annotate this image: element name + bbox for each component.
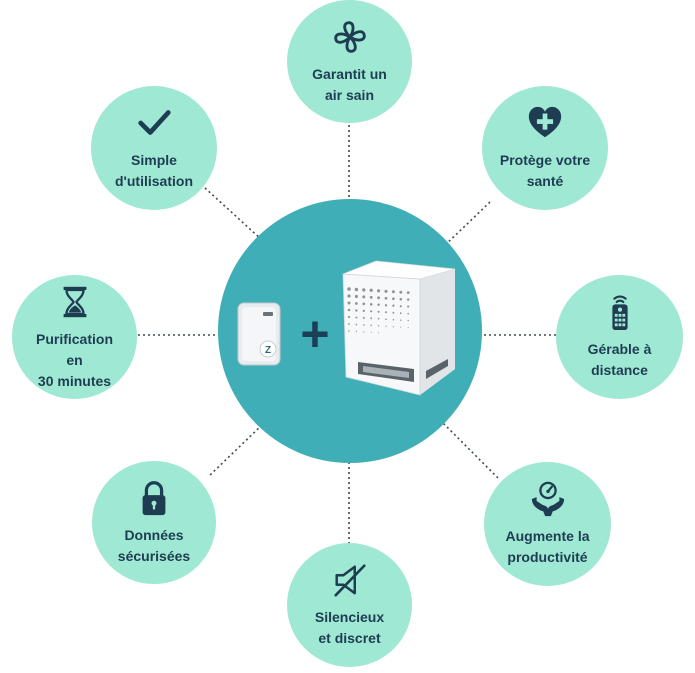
grille-dot: [347, 308, 351, 312]
grille-dot: [362, 309, 365, 313]
grille-dot: [354, 287, 359, 292]
grille-dot: [399, 305, 402, 308]
grille-dot: [362, 302, 366, 306]
padlock-icon: [142, 480, 166, 515]
feature-label: Augmente la productivité: [505, 528, 590, 565]
grille-dot: [385, 318, 387, 321]
grille-dot: [370, 331, 372, 333]
grille-dot: [377, 289, 381, 293]
grille-dot: [406, 291, 410, 294]
grille-dot: [392, 326, 394, 328]
grille-dot: [355, 323, 358, 326]
grille-dot: [369, 303, 373, 306]
feature-sante: Protège votre santé: [482, 86, 608, 210]
grille-dot: [355, 316, 358, 319]
grille-dot: [377, 317, 380, 320]
center-hub: Z +: [218, 199, 482, 463]
grille-dot: [407, 305, 410, 308]
feature-simple: Simple d'utilisation: [91, 86, 217, 210]
grille-dot: [370, 324, 372, 327]
grille-dot: [347, 301, 351, 305]
grille-dot: [407, 319, 409, 322]
grille-dot: [407, 327, 409, 329]
hourglass-icon: [63, 286, 86, 317]
feature-label: Protège votre santé: [499, 152, 591, 189]
feature-label: Silencieux et discret: [314, 609, 385, 646]
feature-air-sain: Garantit un air sain: [287, 0, 412, 123]
grille-dot: [399, 297, 403, 301]
feature-distance: Gérable à distance: [556, 275, 683, 399]
grille-dot: [399, 290, 403, 294]
feature-purification: Purification en 30 minutes: [12, 275, 137, 399]
grille-dot: [384, 311, 388, 314]
grille-dot: [377, 310, 380, 313]
grille-dot: [399, 312, 402, 315]
hands-gauge-icon: [531, 481, 564, 517]
grille-dot: [370, 310, 373, 313]
feature-label: Gérable à distance: [587, 341, 652, 378]
grille-dot: [385, 325, 387, 327]
sensor-logo: Z: [265, 345, 271, 356]
remote-control-icon: [611, 295, 628, 331]
feature-label: Simple d'utilisation: [115, 152, 193, 189]
grille-dot: [400, 326, 402, 328]
grille-dot: [363, 324, 365, 326]
grille-dot: [400, 319, 402, 321]
grille-dot: [378, 332, 380, 334]
feature-donnees: Données sécurisées: [92, 461, 216, 584]
grille-dot: [384, 289, 388, 293]
grille-dot: [347, 287, 351, 291]
feature-productivite: Augmente la productivité: [484, 462, 611, 586]
grille-dot: [348, 330, 350, 332]
grille-dot: [406, 298, 410, 301]
grille-dot: [377, 325, 380, 327]
grille-dot: [392, 304, 395, 307]
grille-dot: [348, 323, 350, 325]
grille-dot: [355, 309, 358, 312]
plus-sign: +: [300, 306, 329, 362]
air-sensor-device: Z: [237, 302, 281, 366]
grille-dot: [392, 318, 395, 321]
feature-label: Garantit un air sain: [312, 65, 387, 103]
grille-dot: [347, 315, 351, 319]
grille-dot: [384, 304, 388, 307]
grille-dot: [362, 316, 365, 319]
connector-productivite: [439, 419, 501, 481]
checkmark-icon: [138, 110, 171, 135]
grille-dot: [392, 297, 395, 301]
heart-plus-icon: [528, 106, 562, 138]
grille-dot: [362, 295, 366, 299]
grille-dot: [391, 290, 395, 294]
grille-dot: [377, 303, 380, 307]
connector-sante: [439, 201, 491, 251]
mute-speaker-icon: [333, 564, 366, 597]
grille-dot: [384, 296, 388, 300]
feature-label: Purification en 30 minutes: [35, 330, 113, 389]
grille-dot: [355, 330, 358, 333]
grille-dot: [362, 288, 366, 292]
grille-dot: [369, 295, 373, 299]
grille-dot: [370, 317, 373, 320]
air-purifier-device: [342, 260, 456, 396]
feature-label: Données sécurisées: [117, 526, 191, 564]
grille-dot: [392, 311, 395, 314]
grille-dot: [369, 288, 373, 292]
feature-silencieux: Silencieux et discret: [287, 543, 412, 667]
grille-dot: [354, 294, 358, 299]
grille-dot: [407, 312, 410, 315]
grille-dot: [363, 331, 365, 333]
fan-icon: [333, 20, 366, 53]
grille-dot: [377, 296, 381, 300]
grille-dot: [347, 294, 351, 298]
grille-dot: [355, 302, 358, 305]
